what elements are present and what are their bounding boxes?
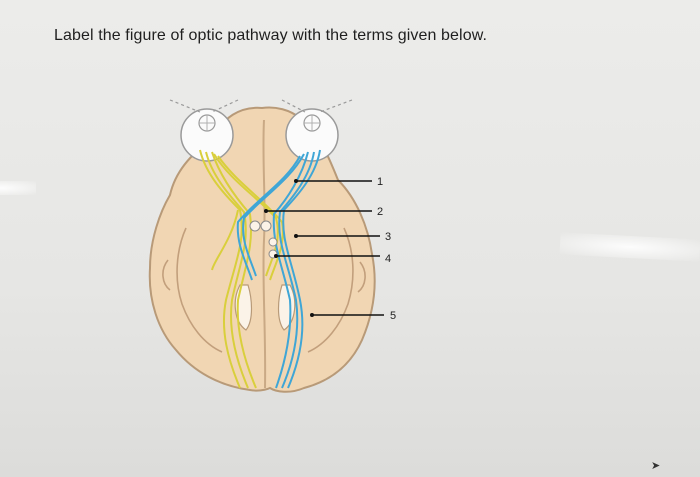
cortex-folds: [162, 227, 366, 353]
visual-field-lines: [169, 99, 353, 113]
label-5: 5: [390, 310, 396, 322]
left-eye: [180, 108, 234, 162]
leader-lines: [266, 180, 384, 316]
label-3: 3: [385, 231, 391, 243]
question-text: Label the figure of optic pathway with t…: [54, 27, 488, 44]
right-eye: [285, 108, 339, 162]
chiasm-circles: [249, 220, 278, 259]
label-2: 2: [377, 206, 383, 218]
label-4: 4: [385, 253, 391, 265]
midline-fissure: [262, 119, 267, 389]
label-1: 1: [377, 176, 383, 188]
cursor-arrow-icon: ➤: [651, 460, 661, 472]
brain-outline: [148, 106, 376, 393]
leader-endpoints: [264, 179, 314, 317]
left-eye-fibers: [199, 149, 284, 389]
screen-glare-left: [0, 181, 36, 195]
